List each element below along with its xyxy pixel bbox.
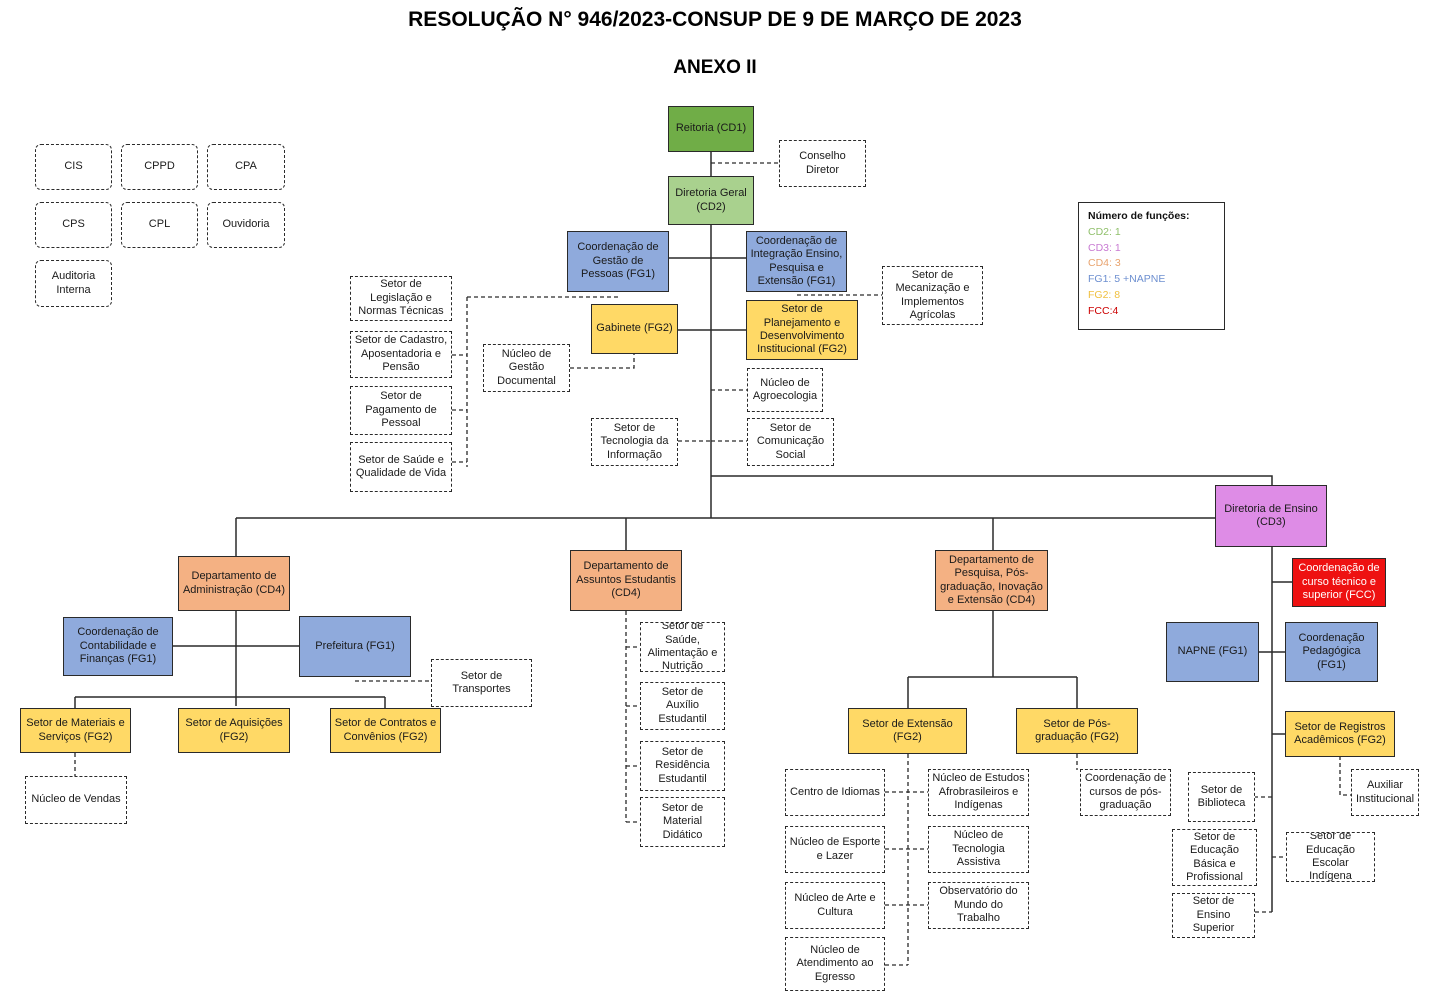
node-educacao-basica: Setor de Educação Básica e Profissional <box>1172 829 1257 886</box>
legend-item: FG2: 8 <box>1088 288 1121 301</box>
node-dep-administracao: Departamento de Administração (CD4) <box>178 556 290 611</box>
node-diretoria-geral: Diretoria Geral (CD2) <box>668 176 754 225</box>
legend-box: Número de funções: CD2: 1 CD3: 1 CD4: 3 FG1… <box>1078 202 1225 330</box>
node-esporte-lazer: Núcleo de Esporte e Lazer <box>785 826 885 873</box>
node-dep-pesquisa: Departamento de Pesquisa, Pós-graduação,… <box>935 550 1048 611</box>
node-nucleo-gestao-documental: Núcleo de Gestão Documental <box>483 344 570 392</box>
node-observatorio: Observatório do Mundo do Trabalho <box>928 882 1029 929</box>
node-gabinete: Gabinete (FG2) <box>591 304 678 354</box>
node-planejamento: Setor de Planejamento e Desenvolvimento … <box>746 300 858 360</box>
node-napne: NAPNE (FG1) <box>1166 622 1259 682</box>
node-setor-pos-graduacao: Setor de Pós-graduação (FG2) <box>1016 708 1138 754</box>
node-agroecologia: Núcleo de Agroecologia <box>747 368 823 412</box>
node-coord-pedagogica: Coordenação Pedagógica (FG1) <box>1285 622 1378 682</box>
node-materiais-servicos: Setor de Materiais e Serviços (FG2) <box>20 708 131 753</box>
node-prefeitura: Prefeitura (FG1) <box>299 616 411 677</box>
node-material-didatico: Setor de Material Didático <box>640 797 725 847</box>
node-saude-alimentacao: Setor de Saúde, Alimentação e Nutrição <box>640 622 725 672</box>
node-setor-extensao: Setor de Extensão (FG2) <box>848 708 967 754</box>
legend-items: CD2: 1 CD3: 1 CD4: 3 FG1: 5 +NAPNE FG2: 8 FCC… <box>1088 225 1215 320</box>
legend-item: CD3: 1 <box>1088 241 1121 254</box>
committee-cis: CIS <box>35 144 112 190</box>
node-reitoria: Reitoria (CD1) <box>668 106 754 152</box>
node-auxiliar-institucional: Auxiliar Institucional <box>1351 769 1419 816</box>
node-dep-assuntos-estudantis: Departamento de Assuntos Estudantis (CD4… <box>570 550 682 611</box>
node-aquisicoes: Setor de Aquisições (FG2) <box>178 708 290 753</box>
node-saude-qualidade: Setor de Saúde e Qualidade de Vida <box>350 442 452 492</box>
node-residencia-estudantil: Setor de Residência Estudantil <box>640 741 725 791</box>
node-coord-gestao-pessoas: Coordenação de Gestão de Pessoas (FG1) <box>567 231 669 292</box>
node-ensino-superior: Setor de Ensino Superior <box>1172 893 1255 938</box>
committee-cpl: CPL <box>121 202 198 248</box>
committee-auditoria: Auditoria Interna <box>35 260 112 307</box>
document-subtitle: ANEXO II <box>673 57 757 78</box>
node-transportes: Setor de Transportes <box>431 659 532 707</box>
committee-cps: CPS <box>35 202 112 248</box>
node-legislacao: Setor de Legislação e Normas Técnicas <box>350 276 452 321</box>
legend-item: CD2: 1 <box>1088 225 1121 238</box>
node-arte-cultura: Núcleo de Arte e Cultura <box>785 882 885 929</box>
node-tecnologia-informacao: Setor de Tecnologia da Informação <box>591 418 678 466</box>
node-coord-integracao: Coordenação de Integração Ensino, Pesqui… <box>746 231 847 292</box>
node-coord-contabilidade: Coordenação de Contabilidade e Finanças … <box>63 617 173 676</box>
document-title: RESOLUÇÃO N° 946/2023-CONSUP DE 9 DE MAR… <box>408 8 1022 31</box>
committee-ouvidoria: Ouvidoria <box>207 202 285 248</box>
node-biblioteca: Setor de Biblioteca <box>1188 772 1255 822</box>
legend-title: Número de funções: <box>1088 210 1190 222</box>
node-registros-academicos: Setor de Registros Acadêmicos (FG2) <box>1285 711 1395 757</box>
node-comunicacao-social: Setor de Comunicação Social <box>747 418 834 466</box>
committee-cpa: CPA <box>207 144 285 190</box>
node-estudos-afro: Núcleo de Estudos Afrobrasileiros e Indí… <box>928 769 1029 816</box>
node-pagamento: Setor de Pagamento de Pessoal <box>350 386 452 435</box>
node-atendimento-egresso: Núcleo de Atendimento ao Egresso <box>785 937 885 991</box>
node-conselho-diretor: Conselho Diretor <box>779 140 866 187</box>
node-coord-pos-graduacao: Coordenação de cursos de pós-graduação <box>1080 769 1171 816</box>
legend-item: CD4: 3 <box>1088 257 1121 270</box>
node-tecnologia-assistiva: Núcleo de Tecnologia Assistiva <box>928 826 1029 873</box>
node-educacao-indigena: Setor de Educação Escolar Indígena <box>1286 832 1375 882</box>
node-centro-idiomas: Centro de Idiomas <box>785 769 885 816</box>
node-coord-curso: Coordenação de curso técnico e superior … <box>1292 558 1386 607</box>
legend-item: FCC:4 <box>1088 304 1119 317</box>
committee-cppd: CPPD <box>121 144 198 190</box>
node-contratos-convenios: Setor de Contratos e Convênios (FG2) <box>330 708 441 753</box>
node-cadastro: Setor de Cadastro, Aposentadoria e Pensã… <box>350 331 452 378</box>
node-diretoria-ensino: Diretoria de Ensino (CD3) <box>1215 485 1327 547</box>
node-nucleo-vendas: Núcleo de Vendas <box>25 776 127 824</box>
node-auxilio-estudantil: Setor de Auxílio Estudantil <box>640 682 725 730</box>
node-mecanizacao: Setor de Mecanização e Implementos Agríc… <box>882 266 983 325</box>
legend-item: FG1: 5 +NAPNE <box>1088 273 1166 285</box>
